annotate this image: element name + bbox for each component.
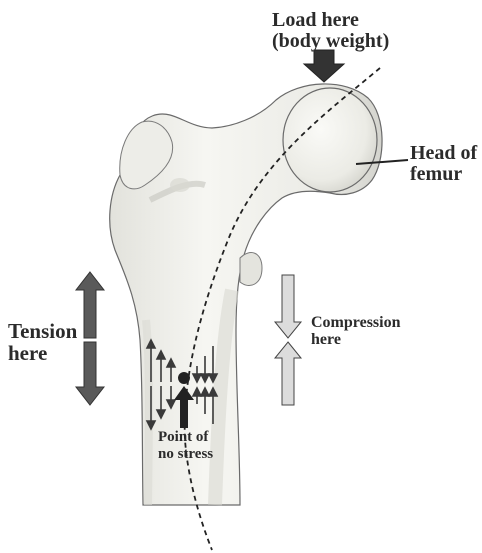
compression-arrow-icon bbox=[275, 275, 301, 405]
tension-label: Tension here bbox=[8, 320, 77, 364]
compression-label-line1: Compression bbox=[311, 315, 401, 332]
head-label-line2: femur bbox=[410, 164, 477, 185]
load-arrow-icon bbox=[304, 50, 344, 82]
load-label-line1: Load here bbox=[272, 10, 389, 31]
no-stress-label: Point of no stress bbox=[158, 429, 213, 464]
no-stress-label-line2: no stress bbox=[158, 446, 213, 463]
femur-bone bbox=[110, 84, 382, 505]
compression-label: Compression here bbox=[311, 315, 401, 349]
tension-label-line2: here bbox=[8, 342, 77, 364]
no-stress-label-line1: Point of bbox=[158, 429, 213, 446]
neutral-point-dot-icon bbox=[178, 372, 190, 384]
head-label-line1: Head of bbox=[410, 143, 477, 164]
tension-label-line1: Tension bbox=[8, 320, 77, 342]
load-label-line2: (body weight) bbox=[272, 31, 389, 52]
load-label: Load here (body weight) bbox=[272, 10, 389, 52]
compression-label-line2: here bbox=[311, 332, 401, 349]
head-of-femur-label: Head of femur bbox=[410, 143, 477, 185]
tension-arrow-icon bbox=[76, 272, 104, 405]
lesser-trochanter bbox=[240, 253, 262, 286]
